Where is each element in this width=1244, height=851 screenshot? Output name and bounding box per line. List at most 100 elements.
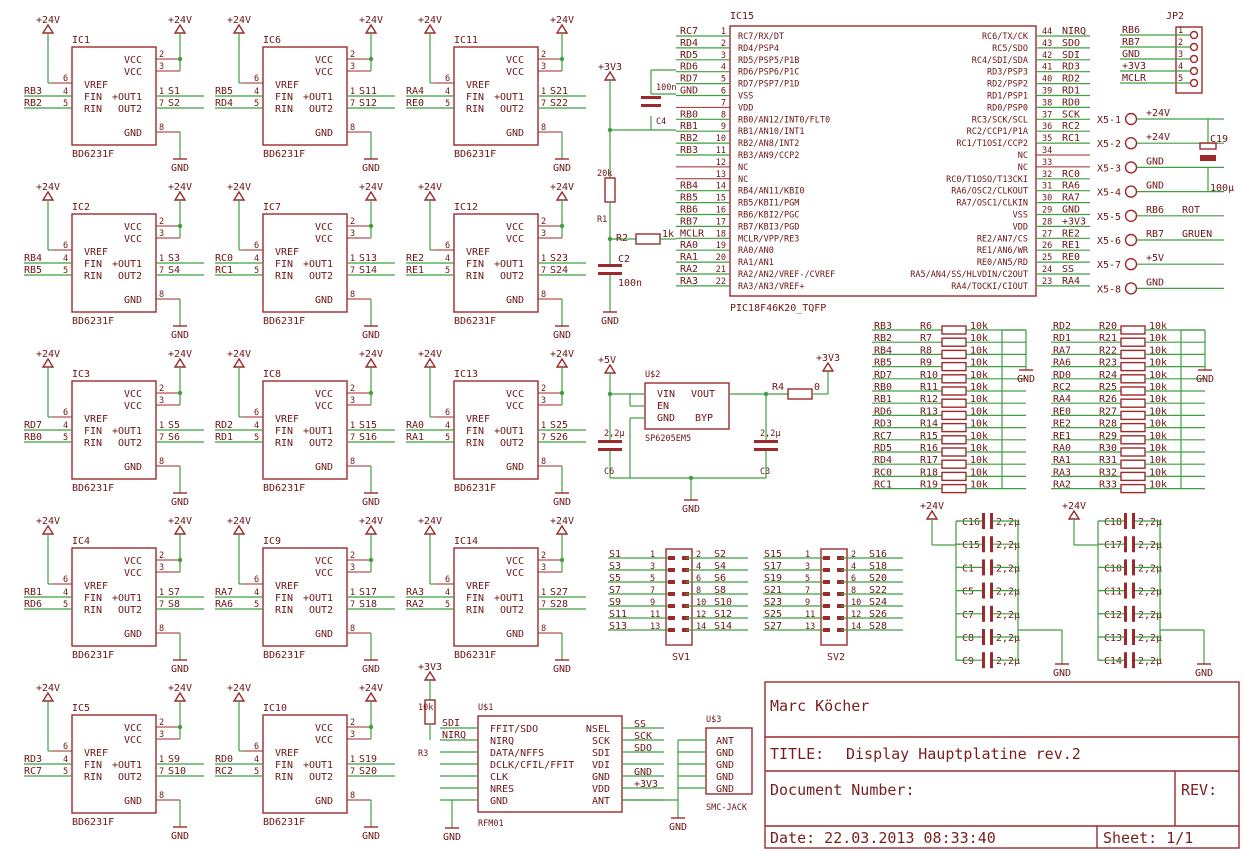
mcu-pin-name: RE1/AN6/WR bbox=[977, 246, 1029, 256]
c6-name: C6 bbox=[604, 467, 614, 477]
mcu-pin-name: VDD bbox=[738, 103, 753, 113]
pin-vcc: VCC bbox=[124, 401, 142, 412]
cap-ref: C9 bbox=[962, 656, 974, 667]
power-arrow-icon bbox=[555, 357, 569, 368]
pullup-ref: R23 bbox=[1099, 358, 1117, 369]
sma-pin-name: GND bbox=[716, 760, 734, 771]
ic-part: BD6231F bbox=[454, 650, 496, 661]
pin-num: 16 bbox=[716, 206, 726, 216]
pin-num: 2 bbox=[159, 718, 164, 728]
mcu-net-label: RB4 bbox=[680, 181, 698, 192]
pullup-net-label: RA2 bbox=[1053, 480, 1071, 491]
sv1-body bbox=[665, 548, 693, 646]
pin-num: 12 bbox=[851, 610, 861, 620]
c3-plate bbox=[754, 448, 778, 451]
pullup-value: 10k bbox=[1149, 406, 1167, 417]
ground-label: GND bbox=[362, 664, 380, 675]
pin-vref: VREF bbox=[84, 748, 108, 759]
pin-num: 18 bbox=[716, 229, 726, 239]
rfm-pin-name: ANT bbox=[592, 796, 610, 807]
pin-num: 3 bbox=[541, 563, 546, 573]
mcu-pin-name: RA7/OSC1/CLKIN bbox=[956, 199, 1028, 209]
ic-part: BD6231F bbox=[263, 316, 305, 327]
terminal-icon[interactable] bbox=[1124, 136, 1138, 150]
cap-plate bbox=[1132, 605, 1135, 622]
terminal-icon[interactable] bbox=[1124, 282, 1138, 295]
power-arrow-icon bbox=[555, 23, 569, 34]
pullup-net-label: RA4 bbox=[1053, 394, 1071, 405]
x5-note: ROT bbox=[1182, 205, 1200, 216]
power-arrow-icon bbox=[232, 524, 246, 535]
pin-num: 8 bbox=[541, 290, 546, 300]
plus-marker: + bbox=[112, 760, 118, 771]
mcu-pin-name: VSS bbox=[1013, 211, 1028, 221]
pin-num: 9 bbox=[721, 122, 726, 132]
power-label: +24V bbox=[36, 349, 60, 360]
pin-num: 6 bbox=[445, 74, 450, 84]
pin-num: 8 bbox=[350, 123, 355, 133]
pullup-resistor bbox=[1120, 410, 1146, 421]
pin-vcc: VCC bbox=[124, 735, 142, 746]
terminal-icon[interactable] bbox=[1124, 185, 1138, 198]
cap-plate bbox=[1132, 629, 1135, 645]
driver-ic: IC4BD6231FVCCVCCVREFFINRINOUT1OUT2GND+64… bbox=[24, 516, 204, 675]
r2-name: R2 bbox=[616, 233, 628, 244]
x5-pin-label: X5-3 bbox=[1097, 163, 1121, 174]
pin-num: 3 bbox=[541, 229, 546, 239]
ground-label: GND bbox=[1053, 668, 1071, 679]
x5-pin-label: X5-2 bbox=[1097, 139, 1121, 150]
pin-num: 12 bbox=[716, 158, 726, 168]
power-label: +3V3 bbox=[598, 62, 622, 73]
pin-num: 26 bbox=[1042, 241, 1052, 251]
pullup-ref: R29 bbox=[1099, 431, 1117, 442]
pin-vref: VREF bbox=[466, 80, 490, 91]
ground-label: GND bbox=[553, 163, 571, 174]
pullup-value: 10k bbox=[1149, 455, 1167, 466]
power-label: +24V bbox=[359, 349, 383, 360]
terminal-icon[interactable] bbox=[1124, 112, 1138, 126]
pullup-ref: R19 bbox=[920, 480, 938, 491]
cap-value: 2,2µ bbox=[1138, 610, 1162, 621]
power-label: +24V bbox=[550, 15, 574, 26]
terminal-icon[interactable] bbox=[1124, 258, 1138, 271]
pin-rin: RIN bbox=[84, 104, 102, 115]
pullup-net-label: RD5 bbox=[874, 443, 892, 454]
power-label: +5V bbox=[598, 355, 616, 366]
c19-value: 100µ bbox=[1210, 183, 1234, 194]
pullup-value: 10k bbox=[1149, 321, 1167, 332]
pin-num: 1 bbox=[541, 87, 546, 97]
header-pin-icon bbox=[1189, 42, 1199, 52]
junction-dot bbox=[368, 557, 374, 563]
power-label: +3V3 bbox=[418, 662, 442, 673]
pin-num: 14 bbox=[716, 182, 726, 192]
terminal-icon[interactable] bbox=[1124, 161, 1138, 174]
mcu-pin-name: RA5/AN4/SS/HLVDIN/C2OUT bbox=[910, 270, 1028, 280]
pin-num: 1 bbox=[541, 588, 546, 598]
pin-num: 7 bbox=[350, 767, 355, 777]
pin-vref: VREF bbox=[466, 581, 490, 592]
x5-net-label: +24V bbox=[1146, 108, 1170, 119]
power-arrow-icon bbox=[925, 509, 939, 520]
input-net-label: RB2 bbox=[24, 98, 42, 109]
pullup-ref: R20 bbox=[1099, 321, 1117, 332]
output-net-label: S19 bbox=[359, 754, 377, 765]
pin-fin: FIN bbox=[275, 92, 293, 103]
terminal-icon[interactable] bbox=[1124, 233, 1138, 247]
input-net-label: RA4 bbox=[406, 86, 424, 97]
pin-num: 7 bbox=[805, 586, 810, 596]
junction-dot bbox=[177, 557, 183, 563]
power-arrow-icon bbox=[423, 357, 437, 368]
cap-value: 2,2µ bbox=[996, 656, 1020, 667]
ic-name: IC13 bbox=[454, 369, 478, 380]
pullup-resistor bbox=[941, 447, 967, 457]
pin-num: 4 bbox=[445, 588, 450, 598]
junction-dot bbox=[368, 223, 374, 229]
terminal-icon[interactable] bbox=[1124, 209, 1138, 223]
ic-part: BD6231F bbox=[72, 650, 114, 661]
rfm-net-label: SDI bbox=[442, 718, 460, 729]
pin-out1: OUT1 bbox=[500, 593, 524, 604]
mcu-pin-name: RC5/SDO bbox=[992, 44, 1028, 54]
mcu-pin-name: RC0/T1OSO/T13CKI bbox=[946, 175, 1028, 185]
pin-out1: OUT1 bbox=[118, 92, 142, 103]
